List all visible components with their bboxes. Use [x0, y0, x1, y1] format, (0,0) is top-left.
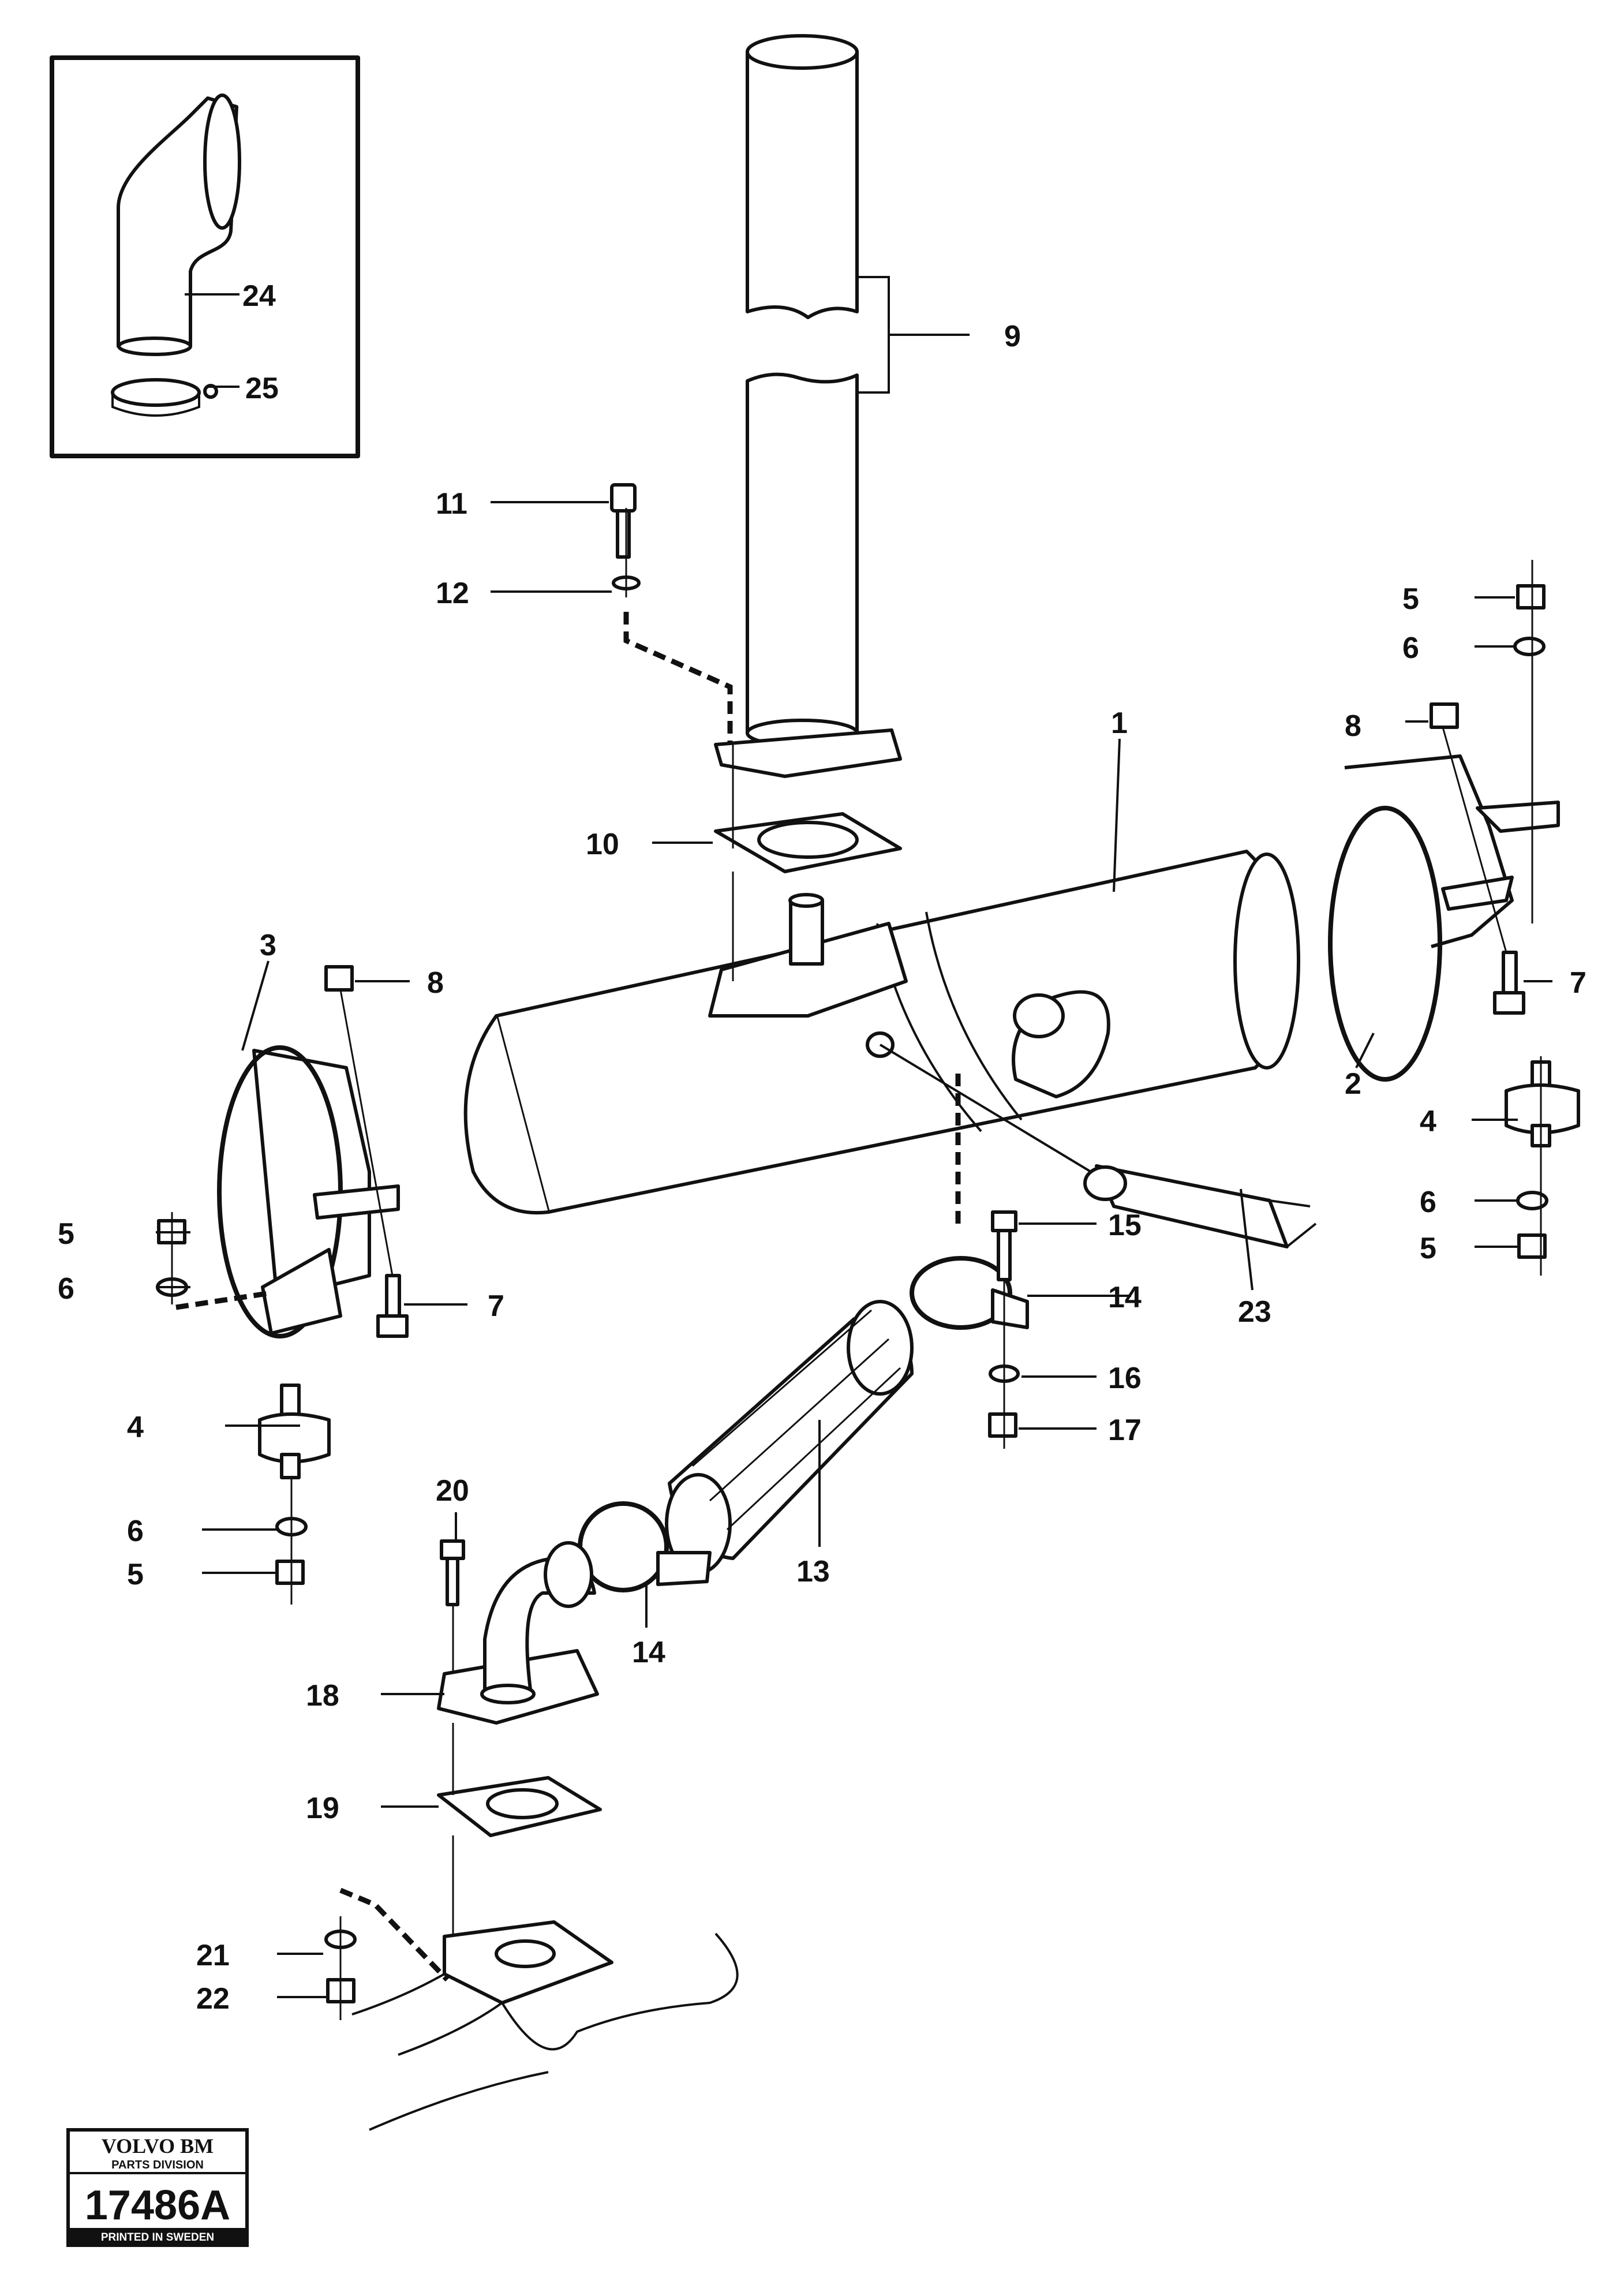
band-clamp-right — [1328, 754, 1560, 1082]
bolt-7-left — [376, 1274, 409, 1338]
label-12: 12 — [436, 577, 469, 610]
nut-8-left — [324, 965, 354, 992]
label-1: 1 — [1111, 706, 1128, 740]
label-16: 16 — [1108, 1362, 1142, 1395]
nut-5-left-bottom — [275, 1560, 305, 1585]
bolt-15 — [991, 1210, 1017, 1281]
vertical-exhaust-pipe — [746, 34, 859, 747]
bolt-20 — [440, 1539, 465, 1606]
pipe-flange-upper — [714, 728, 902, 778]
stamp-division: PARTS DIVISION — [111, 2159, 204, 2171]
stamp-number: 17486A — [85, 2182, 230, 2229]
nut-8-right — [1430, 702, 1459, 729]
label-19: 19 — [306, 1792, 339, 1825]
label-9: 9 — [1004, 320, 1021, 353]
label-6-right-top: 6 — [1402, 631, 1419, 665]
label-3: 3 — [260, 929, 276, 962]
label-14-upper: 14 — [1108, 1281, 1142, 1314]
turbo-outlet-base — [351, 1920, 739, 2131]
label-5-left-top: 5 — [58, 1217, 74, 1251]
label-18: 18 — [306, 1679, 339, 1713]
bolt-11 — [610, 483, 637, 559]
rubber-mount-left — [258, 1384, 331, 1479]
leader-lines — [156, 276, 1552, 1998]
label-10: 10 — [586, 828, 619, 861]
volvo-bm-parts-stamp: VOLVO BM PARTS DIVISION 17486A PRINTED I… — [66, 2128, 249, 2247]
label-4-left: 4 — [127, 1411, 144, 1444]
label-5-right-top: 5 — [1402, 582, 1419, 616]
stamp-brand: VOLVO BM — [102, 2134, 214, 2158]
label-22: 22 — [196, 1982, 230, 2016]
elbow-pipe-flange — [437, 1541, 599, 1725]
inset-alternative-pipe — [50, 55, 360, 458]
label-4-right: 4 — [1420, 1105, 1436, 1138]
flange-gasket-10 — [714, 812, 902, 873]
flexible-exhaust-hose — [665, 1300, 914, 1575]
hose-clamp-upper — [910, 1256, 1029, 1330]
label-17: 17 — [1108, 1414, 1142, 1447]
label-6-left-top: 6 — [58, 1272, 74, 1306]
label-2: 2 — [1345, 1067, 1361, 1101]
rubber-mount-right — [1505, 1060, 1580, 1147]
assembly-lines — [171, 508, 1542, 2020]
label-15: 15 — [1108, 1209, 1142, 1242]
stamp-footer: PRINTED IN SWEDEN — [101, 2231, 214, 2244]
washer-6-right-bottom — [1516, 1191, 1548, 1210]
label-7-left: 7 — [488, 1289, 504, 1323]
drain-hose — [879, 1044, 1317, 1248]
label-7-right: 7 — [1570, 966, 1586, 1000]
label-6-right-bottom: 6 — [1420, 1186, 1436, 1219]
washer-6-right-top — [1513, 637, 1546, 656]
nut-17 — [988, 1412, 1017, 1438]
label-8-right: 8 — [1345, 709, 1361, 743]
label-21: 21 — [196, 1939, 230, 1972]
hose-clamp-lower — [578, 1501, 712, 1592]
curved-tail-pipe — [117, 94, 241, 356]
label-13: 13 — [796, 1555, 830, 1588]
label-14-lower: 14 — [632, 1636, 665, 1669]
band-clamp-left — [217, 1045, 400, 1338]
elbow-flange-gasket — [437, 1776, 602, 1837]
label-5-left-bottom: 5 — [127, 1558, 144, 1591]
item-number-labels: 1 2 3 4 4 5 5 5 5 6 6 6 6 7 7 8 8 9 10 1… — [58, 279, 1586, 2016]
label-8-left: 8 — [427, 966, 444, 1000]
label-5-right-bottom: 5 — [1420, 1232, 1436, 1265]
label-6-left-bottom: 6 — [127, 1515, 144, 1548]
label-20: 20 — [436, 1474, 469, 1508]
label-23: 23 — [1238, 1295, 1271, 1329]
nut-5-right-top — [1516, 584, 1546, 610]
hose-clamp-small — [111, 378, 218, 417]
silencer-body — [463, 850, 1300, 1215]
label-25: 25 — [245, 372, 279, 405]
bolt-7-right — [1493, 951, 1525, 1015]
label-11: 11 — [436, 487, 467, 521]
label-24: 24 — [242, 279, 276, 313]
